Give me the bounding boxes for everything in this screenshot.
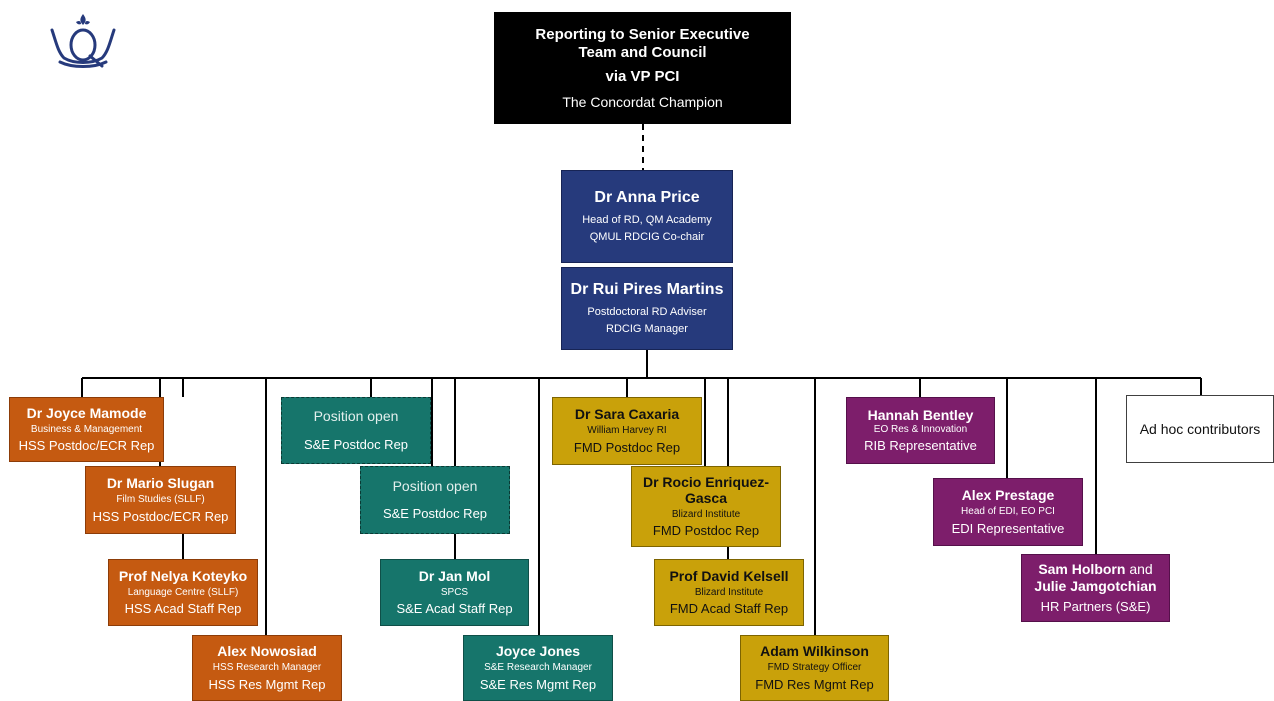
david-kelsell-box: Prof David Kelsell Blizard Institute FMD… <box>654 559 804 626</box>
person-role: S&E Postdoc Rep <box>382 506 488 522</box>
person-role: FMD Acad Staff Rep <box>669 601 789 617</box>
alex-nowosiad-box: Alex Nowosiad HSS Research Manager HSS R… <box>192 635 342 701</box>
person-name: Dr Joyce Mamode <box>26 404 147 421</box>
person-role: S&E Postdoc Rep <box>303 436 409 452</box>
person-role: QMUL RDCIG Co-chair <box>589 231 705 244</box>
person-name-line1: Dr Rocio Enriquez- <box>642 473 769 490</box>
person-title: Blizard Institute <box>671 508 741 520</box>
person-title: EO Res & Innovation <box>873 423 968 435</box>
person-title: FMD Strategy Officer <box>767 662 862 674</box>
qmul-crest-logo <box>50 14 116 68</box>
position-open-label: Position open <box>313 408 399 425</box>
sara-caxaria-box: Dr Sara Caxaria William Harvey RI FMD Po… <box>552 397 702 465</box>
person-name-line2: Gasca <box>684 489 728 506</box>
position-open-box-2: Position open S&E Postdoc Rep <box>360 466 510 534</box>
position-open-box-1: Position open S&E Postdoc Rep <box>281 397 431 464</box>
alex-prestage-box: Alex Prestage Head of EDI, EO PCI EDI Re… <box>933 478 1083 546</box>
person-title: Blizard Institute <box>694 586 764 598</box>
person-title: Film Studies (SLLF) <box>116 494 205 506</box>
position-open-label: Position open <box>392 477 478 494</box>
person-name: Sam Holborn <box>1038 561 1126 578</box>
person-name: Adam Wilkinson <box>760 643 869 660</box>
person-name: Prof David Kelsell <box>669 567 789 584</box>
person-name: Prof Nelya Koteyko <box>118 567 248 584</box>
hannah-bentley-box: Hannah Bentley EO Res & Innovation RIB R… <box>846 397 995 464</box>
rui-pires-martins-box: Dr Rui Pires Martins Postdoctoral RD Adv… <box>561 267 733 350</box>
person-role: HSS Postdoc/ECR Rep <box>92 508 229 524</box>
person-title: Head of EDI, EO PCI <box>961 506 1055 518</box>
person-role: HSS Acad Staff Rep <box>124 601 242 617</box>
person-role: FMD Postdoc Rep <box>573 439 681 455</box>
person-name: Joyce Jones <box>495 643 581 660</box>
person-name: Dr Rui Pires Martins <box>570 281 724 299</box>
person-name: Dr Mario Slugan <box>106 475 215 492</box>
person-role: RDCIG Manager <box>606 323 688 336</box>
person-name: Julie Jamgotchian <box>1034 577 1157 594</box>
person-role: FMD Res Mgmt Rep <box>755 676 874 692</box>
person-role: HSS Res Mgmt Rep <box>208 676 326 692</box>
top-subtitle: The Concordat Champion <box>562 93 723 110</box>
jan-mol-box: Dr Jan Mol SPCS S&E Acad Staff Rep <box>380 559 529 626</box>
person-title: Head of RD, QM Academy <box>582 213 712 226</box>
top-title-line2: Team and Council <box>578 43 707 61</box>
rocio-enriquez-gasca-box: Dr Rocio Enriquez- Gasca Blizard Institu… <box>631 466 781 547</box>
person-role: RIB Representative <box>864 438 977 454</box>
name-connector: and <box>1125 561 1153 578</box>
top-title-line3: via VP PCI <box>605 67 680 85</box>
person-title: SPCS <box>440 586 469 598</box>
anna-price-box: Dr Anna Price Head of RD, QM Academy QMU… <box>561 170 733 263</box>
person-name: Dr Sara Caxaria <box>574 406 680 423</box>
person-title: S&E Research Manager <box>484 662 592 674</box>
person-role: FMD Postdoc Rep <box>652 523 760 539</box>
ad-hoc-label: Ad hoc contributors <box>1139 420 1261 437</box>
person-title: Postdoctoral RD Adviser <box>587 305 707 318</box>
adam-wilkinson-box: Adam Wilkinson FMD Strategy Officer FMD … <box>740 635 889 701</box>
senior-executive-box: Reporting to Senior Executive Team and C… <box>494 12 791 124</box>
mario-slugan-box: Dr Mario Slugan Film Studies (SLLF) HSS … <box>85 466 236 534</box>
person-role: EDI Representative <box>951 520 1065 536</box>
person-role: S&E Acad Staff Rep <box>396 601 513 617</box>
person-role: HSS Postdoc/ECR Rep <box>18 438 155 454</box>
person-name: Dr Jan Mol <box>418 567 491 584</box>
person-name: Alex Prestage <box>961 487 1055 504</box>
person-name: Dr Anna Price <box>594 189 700 207</box>
person-name: Hannah Bentley <box>867 406 974 423</box>
person-name: Alex Nowosiad <box>217 643 317 660</box>
person-title: Business & Management <box>30 423 143 435</box>
joyce-mamode-box: Dr Joyce Mamode Business & Management HS… <box>9 397 164 462</box>
person-title: William Harvey RI <box>587 425 667 437</box>
joyce-jones-box: Joyce Jones S&E Research Manager S&E Res… <box>463 635 613 701</box>
hr-partners-box: Sam Holborn and Julie Jamgotchian HR Par… <box>1021 554 1170 622</box>
person-role: S&E Res Mgmt Rep <box>479 676 597 692</box>
ad-hoc-contributors-box: Ad hoc contributors <box>1126 395 1274 463</box>
person-title: HSS Research Manager <box>212 662 322 674</box>
person-role: HR Partners (S&E) <box>1040 598 1151 614</box>
nelya-koteyko-box: Prof Nelya Koteyko Language Centre (SLLF… <box>108 559 258 626</box>
person-title: Language Centre (SLLF) <box>127 586 239 598</box>
top-title-line1: Reporting to Senior Executive <box>535 25 750 43</box>
